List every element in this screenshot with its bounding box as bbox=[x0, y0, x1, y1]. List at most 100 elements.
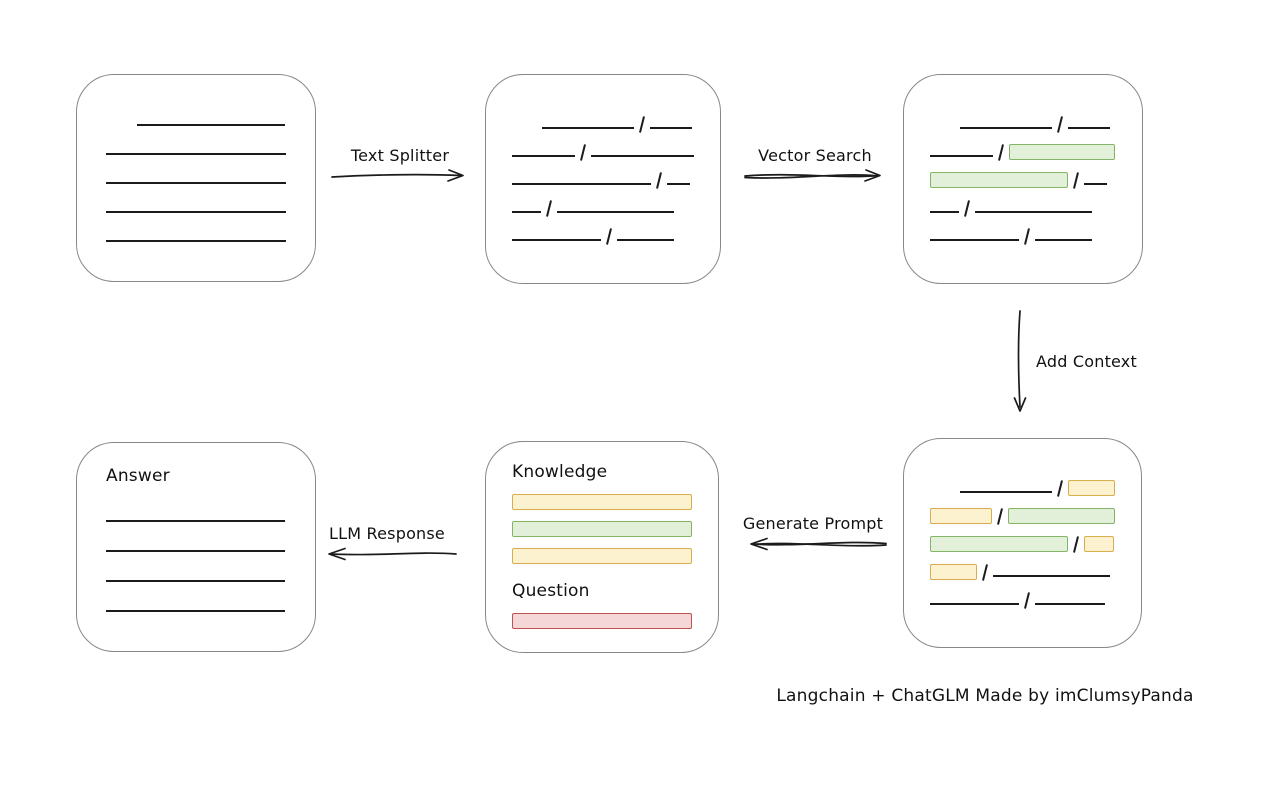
arrow-down-icon bbox=[1013, 310, 1027, 412]
green-highlight-bar bbox=[930, 172, 1068, 188]
chunk-row bbox=[106, 580, 285, 582]
text-line bbox=[512, 155, 575, 157]
green-highlight-bar bbox=[930, 536, 1068, 552]
slash-separator-icon bbox=[655, 172, 663, 189]
text-line bbox=[667, 183, 690, 185]
slash-separator-icon bbox=[1023, 592, 1031, 609]
llm-response-label: LLM Response bbox=[329, 524, 445, 543]
slash-separator-icon bbox=[981, 564, 989, 581]
arrow-right-icon bbox=[331, 169, 464, 182]
matched-chunk-lines bbox=[904, 75, 1142, 283]
prompt-box: Knowledge Question bbox=[485, 441, 719, 653]
text-line bbox=[512, 239, 601, 241]
chunk-row bbox=[106, 227, 289, 245]
chunk-row bbox=[106, 520, 285, 522]
text-line bbox=[650, 127, 692, 129]
arrow-right-double-icon bbox=[744, 169, 881, 182]
matched-chunks-box bbox=[903, 74, 1143, 284]
chunk-row bbox=[960, 478, 1115, 497]
chunk-row bbox=[512, 494, 692, 510]
chunk-row bbox=[930, 198, 1116, 217]
text-line bbox=[993, 575, 1110, 577]
context-chunk-lines bbox=[904, 439, 1141, 647]
text-line bbox=[542, 127, 634, 129]
chunk-row bbox=[512, 548, 692, 564]
slash-separator-icon bbox=[545, 200, 553, 217]
vector-search-label: Vector Search bbox=[758, 146, 872, 165]
yellow-highlight-bar bbox=[1084, 536, 1114, 552]
source-document-box bbox=[76, 74, 316, 282]
text-line bbox=[106, 520, 285, 522]
text-line bbox=[106, 550, 285, 552]
chunk-row bbox=[930, 142, 1116, 161]
chunk-row bbox=[930, 590, 1115, 609]
split-chunk-lines bbox=[486, 75, 720, 283]
text-line bbox=[930, 603, 1019, 605]
text-line bbox=[512, 211, 541, 213]
text-line bbox=[106, 240, 286, 242]
arrow-left-double-icon bbox=[750, 537, 887, 551]
text-line bbox=[106, 153, 286, 155]
llm-response-arrow: LLM Response bbox=[316, 524, 458, 562]
chunk-row bbox=[930, 506, 1115, 525]
chunk-row bbox=[106, 140, 289, 158]
slash-separator-icon bbox=[638, 116, 646, 133]
text-line bbox=[960, 127, 1052, 129]
yellow-highlight-bar bbox=[930, 564, 977, 580]
text-line bbox=[930, 155, 993, 157]
vector-search-arrow: Vector Search bbox=[742, 146, 888, 184]
answer-label: Answer bbox=[106, 466, 170, 486]
chunk-row bbox=[512, 521, 692, 537]
text-line bbox=[557, 211, 674, 213]
chunk-row bbox=[512, 142, 694, 161]
chunk-row bbox=[106, 550, 285, 552]
text-line bbox=[960, 491, 1052, 493]
slash-separator-icon bbox=[963, 200, 971, 217]
green-highlight-bar bbox=[1008, 508, 1115, 524]
green-highlight-bar bbox=[512, 521, 692, 537]
slash-separator-icon bbox=[1072, 536, 1080, 553]
chunk-row bbox=[960, 114, 1116, 133]
text-line bbox=[106, 182, 286, 184]
slash-separator-icon bbox=[1072, 172, 1080, 189]
text-line bbox=[975, 211, 1092, 213]
text-line bbox=[1068, 127, 1110, 129]
add-context-label: Add Context bbox=[1036, 352, 1137, 371]
text-line bbox=[591, 155, 694, 157]
chunk-row bbox=[930, 170, 1116, 189]
text-line bbox=[106, 211, 286, 213]
chunk-row bbox=[542, 114, 694, 133]
split-chunks-box bbox=[485, 74, 721, 284]
yellow-highlight-bar bbox=[512, 494, 692, 510]
chunk-row bbox=[106, 610, 285, 612]
yellow-highlight-bar bbox=[512, 548, 692, 564]
answer-lines bbox=[106, 520, 285, 612]
knowledge-bars bbox=[512, 494, 692, 564]
slash-separator-icon bbox=[996, 508, 1004, 525]
document-lines bbox=[77, 75, 315, 281]
text-line bbox=[137, 124, 285, 126]
arrow-left-icon bbox=[328, 547, 457, 561]
text-line bbox=[930, 239, 1019, 241]
chunk-row bbox=[930, 226, 1116, 245]
text-line bbox=[1035, 603, 1105, 605]
text-splitter-arrow: Text Splitter bbox=[330, 146, 470, 184]
text-line bbox=[512, 183, 651, 185]
chunk-row bbox=[930, 534, 1115, 553]
red-highlight-bar bbox=[512, 613, 692, 629]
chunk-row bbox=[512, 226, 694, 245]
slash-separator-icon bbox=[997, 144, 1005, 161]
question-bars bbox=[512, 613, 692, 629]
slash-separator-icon bbox=[605, 228, 613, 245]
yellow-highlight-bar bbox=[1068, 480, 1115, 496]
slash-separator-icon bbox=[1056, 116, 1064, 133]
text-splitter-label: Text Splitter bbox=[350, 146, 450, 165]
generate-prompt-arrow: Generate Prompt bbox=[738, 514, 888, 552]
chunk-row bbox=[512, 198, 694, 217]
text-line bbox=[1084, 183, 1107, 185]
generate-prompt-label: Generate Prompt bbox=[742, 514, 884, 533]
question-label: Question bbox=[512, 581, 590, 601]
yellow-highlight-bar bbox=[930, 508, 992, 524]
slash-separator-icon bbox=[579, 144, 587, 161]
chunk-row bbox=[512, 613, 692, 629]
